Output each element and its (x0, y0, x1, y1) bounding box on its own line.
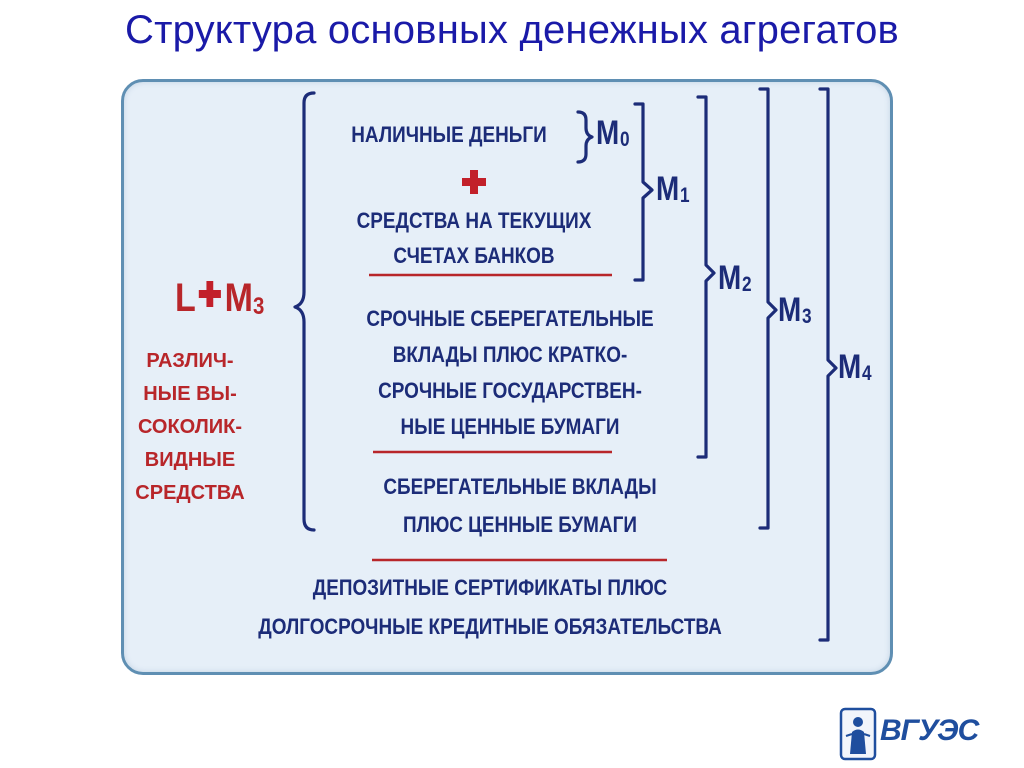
cash-label: НАЛИЧНЫЕ ДЕНЬГИ (351, 122, 547, 147)
time-deposits-line-4: НЫЕ ЦЕННЫЕ БУМАГИ (400, 414, 620, 439)
savings-line-1: СБЕРЕГАТЕЛЬНЫЕ ВКЛАДЫ (383, 474, 657, 499)
liquid-assets-label: РАЗЛИЧ- НЫЕ ВЫ- СОКОЛИК- ВИДНЫЕ СРЕДСТВА (120, 345, 260, 510)
deposit-certificates-line-1: ДЕПОЗИТНЫЕ СЕРТИФИКАТЫ ПЛЮС (312, 575, 668, 600)
aggregate-m4: M4 (838, 348, 872, 386)
liquid-assets-line: РАЗЛИЧ- (146, 350, 234, 372)
liquid-assets-line: СРЕДСТВА (135, 482, 245, 504)
current-accounts-line-2: СЧЕТАХ БАНКОВ (393, 243, 555, 268)
time-deposits-line-3: СРОЧНЫЕ ГОСУДАРСТВЕН- (378, 378, 642, 403)
plus-icon (199, 281, 222, 307)
aggregate-m0: M0 (596, 114, 630, 152)
deposit-certificates-line-2: ДОЛГОСРОЧНЫЕ КРЕДИТНЫЕ ОБЯЗАТЕЛЬСТВА (258, 614, 722, 639)
current-accounts-line-1: СРЕДСТВА НА ТЕКУЩИХ (356, 208, 592, 233)
time-deposits-line-1: СРОЧНЫЕ СБЕРЕГАТЕЛЬНЫЕ (366, 306, 654, 331)
plus-icon (462, 170, 486, 194)
l-m3-letter: M (224, 276, 254, 320)
liquid-assets-line: НЫЕ ВЫ- (143, 383, 237, 405)
logo-text: ВГУЭС (880, 714, 979, 747)
university-emblem-icon (839, 707, 877, 761)
aggregate-m2: M2 (718, 259, 752, 297)
liquid-assets-line: СОКОЛИК- (137, 416, 243, 438)
l-m3-index: 3 (253, 293, 265, 320)
liquid-assets-line: ВИДНЫЕ (144, 449, 236, 471)
aggregate-m1: M1 (656, 170, 690, 208)
time-deposits-line-2: ВКЛАДЫ ПЛЮС КРАТКО- (392, 342, 628, 367)
page-title: Структура основных денежных агрегатов (124, 8, 900, 52)
l-letter: L (175, 276, 196, 320)
aggregate-m3: M3 (778, 291, 812, 329)
savings-line-2: ПЛЮС ЦЕННЫЕ БУМАГИ (403, 512, 637, 537)
